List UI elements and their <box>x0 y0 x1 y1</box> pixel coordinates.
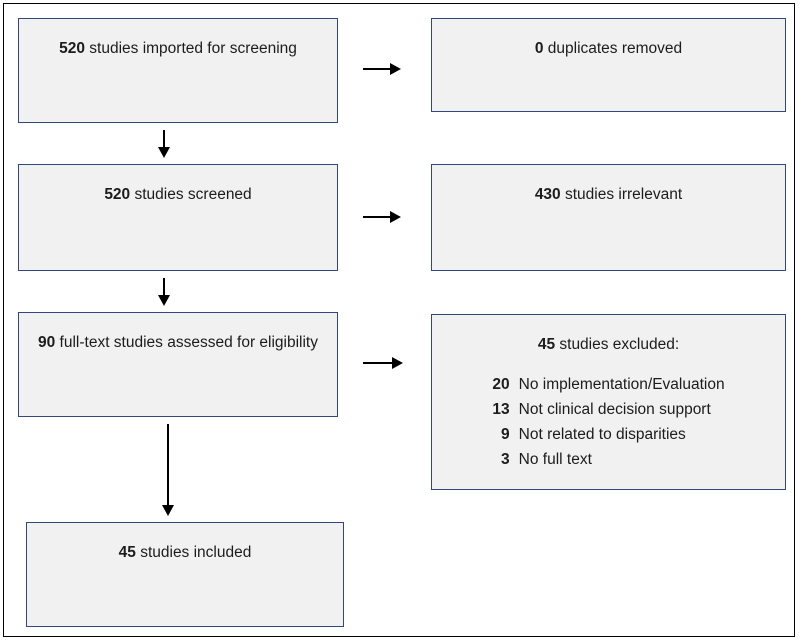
arrow-shaft <box>363 68 392 70</box>
studies-irrelevant-count: 430 <box>534 186 561 203</box>
exclusion-reason-count: 3 <box>501 451 510 468</box>
studies-imported-label: studies imported for screening <box>84 40 297 57</box>
arrow-head <box>392 357 403 369</box>
exclusion-reason-item: 9 Not related to disparities <box>492 422 724 447</box>
arrow-shaft <box>163 130 165 147</box>
exclusion-reason-label: Not clinical decision support <box>518 401 711 418</box>
box-studies-imported: 520 studies imported for screening <box>18 18 338 123</box>
fulltext-assessed-count: 90 <box>37 334 56 351</box>
arrow-right-icon <box>363 61 401 77</box>
studies-irrelevant-label: studies irrelevant <box>560 186 683 203</box>
arrow-down-icon <box>156 130 172 158</box>
arrow-head <box>158 295 170 306</box>
box-studies-screened: 520 studies screened <box>18 164 338 271</box>
exclusion-reason-item: 3 No full text <box>492 447 724 472</box>
exclusion-reason-label: No full text <box>518 451 592 468</box>
exclusion-reason-list: 20 No implementation/Evaluation 13 Not c… <box>492 372 724 472</box>
arrow-shaft <box>363 362 394 364</box>
box-fulltext-assessed: 90 full-text studies assessed for eligib… <box>18 312 338 417</box>
box-studies-included: 45 studies included <box>26 522 344 627</box>
box-duplicates-removed: 0 duplicates removed <box>431 18 786 112</box>
diagram-frame: 520 studies imported for screening 520 s… <box>3 3 795 637</box>
arrow-down-icon <box>160 424 176 516</box>
arrow-head <box>390 211 401 223</box>
arrow-head <box>162 505 174 516</box>
studies-excluded-label: studies excluded: <box>555 336 680 353</box>
box-studies-excluded: 45 studies excluded: 20 No implementatio… <box>431 314 786 490</box>
studies-excluded-heading: 45 studies excluded: <box>444 333 773 356</box>
arrow-right-icon <box>363 209 401 225</box>
arrow-head <box>390 63 401 75</box>
duplicates-removed-count: 0 <box>534 40 544 57</box>
arrow-shaft <box>163 278 165 295</box>
studies-imported-count: 520 <box>59 40 85 57</box>
studies-screened-label: studies screened <box>130 186 252 203</box>
exclusion-reason-label: No implementation/Evaluation <box>518 376 725 393</box>
studies-screened-count: 520 <box>104 186 131 203</box>
arrow-right-icon <box>363 355 403 371</box>
studies-included-count: 45 <box>118 544 136 561</box>
exclusion-reason-count: 9 <box>501 426 510 443</box>
exclusion-reason-item: 20 No implementation/Evaluation <box>492 372 724 397</box>
arrow-down-icon <box>156 278 172 306</box>
exclusion-reason-item: 13 Not clinical decision support <box>492 397 724 422</box>
arrow-shaft <box>363 216 392 218</box>
exclusion-reason-count: 20 <box>492 376 510 393</box>
arrow-head <box>158 147 170 158</box>
duplicates-removed-label: duplicates removed <box>543 40 683 57</box>
studies-included-label: studies included <box>135 544 252 561</box>
arrow-shaft <box>167 424 169 505</box>
exclusion-reason-label: Not related to disparities <box>518 426 686 443</box>
fulltext-assessed-label: full-text studies assessed for eligibili… <box>55 334 318 351</box>
exclusion-reason-count: 13 <box>492 401 510 418</box>
studies-excluded-count: 45 <box>537 336 556 353</box>
box-studies-irrelevant: 430 studies irrelevant <box>431 164 786 271</box>
